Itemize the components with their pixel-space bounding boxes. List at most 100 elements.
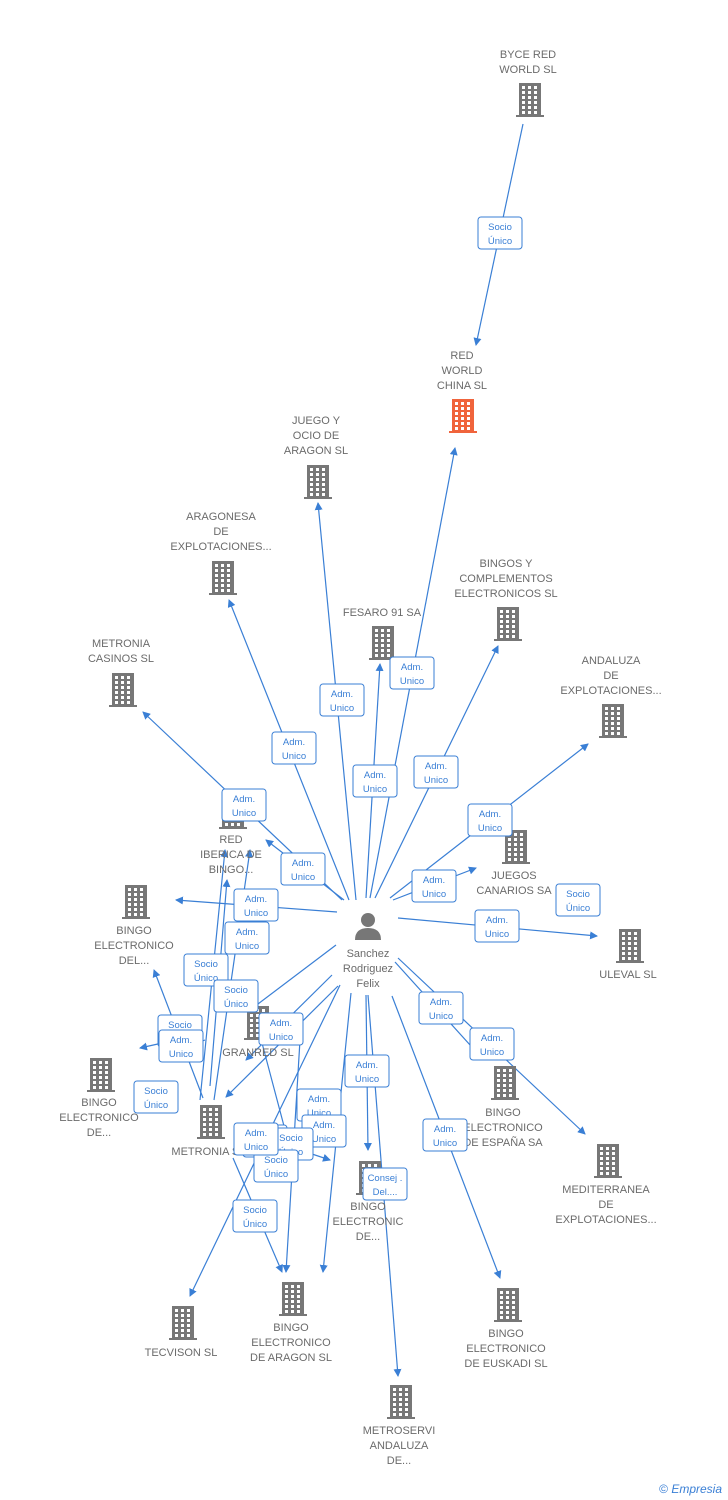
building-icon	[197, 1105, 225, 1139]
relation-label[interactable]: Adm.Unico	[352, 764, 398, 798]
svg-text:Adm.Unico: Adm.Unico	[480, 1033, 504, 1058]
svg-text:Adm.Unico: Adm.Unico	[235, 927, 259, 952]
svg-text:Adm.Unico: Adm.Unico	[291, 858, 315, 883]
company-name: ULEVAL SL	[599, 969, 656, 981]
relation-label[interactable]: Adm.Unico	[411, 869, 457, 903]
svg-text:Adm.Unico: Adm.Unico	[485, 915, 509, 940]
relation-label[interactable]: Adm.Unico	[418, 991, 464, 1025]
svg-text:Adm.Unico: Adm.Unico	[400, 662, 424, 687]
relation-label[interactable]: Adm.Unico	[344, 1054, 390, 1088]
building-icon	[169, 1306, 197, 1340]
relation-label[interactable]: Adm.Unico	[422, 1118, 468, 1152]
company-node-tecvison[interactable]: TECVISON SL	[145, 1306, 218, 1359]
svg-text:Adm.Unico: Adm.Unico	[424, 761, 448, 786]
relation-label[interactable]: Adm.Unico	[319, 683, 365, 717]
svg-text:Adm.Unico: Adm.Unico	[355, 1060, 379, 1085]
building-icon	[516, 83, 544, 117]
relation-label[interactable]: Adm.Unico	[474, 909, 520, 943]
relation-label[interactable]: Adm.Unico	[469, 1027, 515, 1061]
relation-label[interactable]: Adm.Unico	[413, 755, 459, 789]
building-icon	[304, 465, 332, 499]
svg-text:Adm.Unico: Adm.Unico	[330, 689, 354, 714]
person-icon	[355, 913, 381, 940]
relation-label[interactable]: Adm.Unico	[221, 788, 267, 822]
relation-label[interactable]: Adm.Unico	[280, 852, 326, 886]
svg-text:Adm.Unico: Adm.Unico	[422, 875, 446, 900]
company-name: FESARO 91 SA	[343, 607, 422, 619]
relation-label[interactable]: Adm.Unico	[389, 656, 435, 690]
building-icon	[87, 1058, 115, 1092]
building-icon	[494, 607, 522, 641]
svg-text:Adm.Unico: Adm.Unico	[232, 794, 256, 819]
company-node-metronia_sa[interactable]: METRONIA SA	[171, 1105, 247, 1158]
relation-label[interactable]: Adm.Unico	[258, 1012, 304, 1046]
svg-text:Adm.Unico: Adm.Unico	[429, 997, 453, 1022]
relation-label[interactable]: Adm.Unico	[233, 888, 279, 922]
relation-label[interactable]: Adm.Unico	[224, 921, 270, 955]
company-name: METRONIA SA	[171, 1146, 247, 1158]
svg-text:Adm.Unico: Adm.Unico	[244, 1128, 268, 1153]
building-icon	[502, 830, 530, 864]
company-node-fesaro[interactable]: FESARO 91 SA	[343, 607, 422, 660]
copyright: © Empresia	[659, 1482, 722, 1496]
building-icon	[494, 1288, 522, 1322]
svg-text:Adm.Unico: Adm.Unico	[307, 1094, 331, 1119]
building-icon	[209, 561, 237, 595]
company-node-uleval[interactable]: ULEVAL SL	[599, 929, 657, 981]
brand-name[interactable]: Empresia	[671, 1482, 722, 1496]
relation-label[interactable]: Adm.Unico	[271, 731, 317, 765]
relation-label[interactable]: Consej .Del....	[362, 1167, 408, 1201]
building-icon	[369, 626, 397, 660]
edge-19	[249, 944, 337, 1011]
svg-text:Adm.Unico: Adm.Unico	[363, 770, 387, 795]
relation-label[interactable]: Adm.Unico	[158, 1029, 204, 1063]
building-icon	[449, 399, 477, 433]
relation-label[interactable]: Adm.Unico	[233, 1122, 279, 1156]
relation-label[interactable]: Adm.Unico	[467, 803, 513, 837]
svg-text:Consej .Del....: Consej .Del....	[368, 1173, 403, 1198]
building-icon	[109, 673, 137, 707]
svg-text:Adm.Unico: Adm.Unico	[169, 1035, 193, 1060]
